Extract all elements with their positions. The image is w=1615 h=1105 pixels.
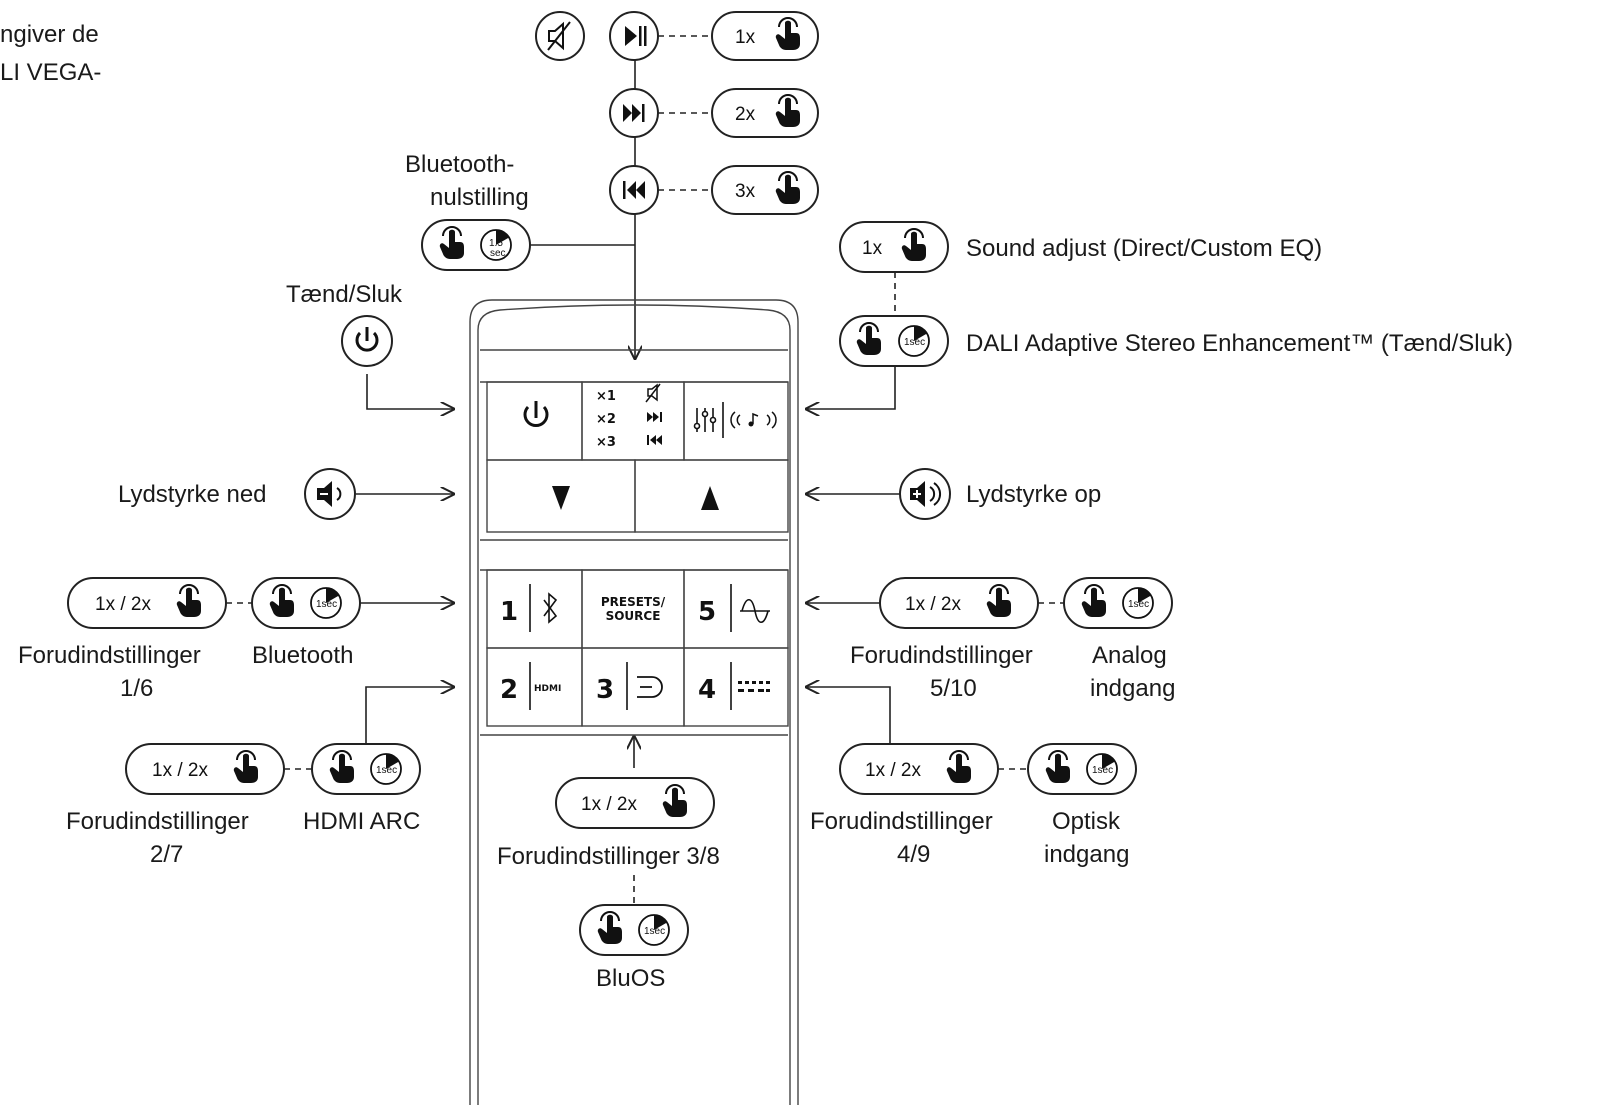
play-pause-icon bbox=[609, 11, 659, 61]
svg-text:1x / 2x: 1x / 2x bbox=[865, 760, 921, 781]
svg-text:1sec: 1sec bbox=[376, 765, 397, 776]
svg-text:1x / 2x: 1x / 2x bbox=[581, 794, 637, 815]
svg-text:1x / 2x: 1x / 2x bbox=[152, 760, 208, 781]
remote-power-key[interactable] bbox=[486, 381, 583, 461]
presets-38-pill: 1x / 2x bbox=[555, 777, 715, 829]
presets-510-pill: 1x / 2x bbox=[879, 577, 1039, 629]
svg-text:1x / 2x: 1x / 2x bbox=[95, 594, 151, 615]
bluos-label: BluOS bbox=[596, 965, 665, 992]
bluetooth-label: Bluetooth bbox=[252, 642, 353, 669]
volume-down-icon bbox=[304, 468, 356, 520]
remote-key-2-hdmi[interactable]: 2 HDMI bbox=[486, 647, 583, 727]
vol-down-label: Lydstyrke ned bbox=[118, 481, 267, 508]
eq-icon bbox=[693, 402, 724, 438]
sound-adjust-pill: 1x bbox=[839, 221, 949, 273]
analog-label-2: indgang bbox=[1090, 675, 1175, 702]
remote-presets-source-key[interactable]: PRESETS/ SOURCE bbox=[581, 569, 685, 649]
volume-up-icon bbox=[899, 468, 951, 520]
hdmi-hold-pill: 1sec bbox=[311, 743, 421, 795]
svg-text:1sec: 1sec bbox=[316, 599, 337, 610]
analog-hold-pill: 1sec bbox=[1063, 577, 1173, 629]
svg-text:1sec: 1sec bbox=[1092, 765, 1113, 776]
bluos-icon bbox=[637, 676, 663, 698]
presets-49-pill: 1x / 2x bbox=[839, 743, 999, 795]
svg-text:5: 5 bbox=[698, 597, 716, 627]
presets-27-num: 2/7 bbox=[150, 841, 183, 868]
remote-key-4-optical[interactable]: 4 bbox=[683, 647, 789, 727]
svg-text:1sec: 1sec bbox=[644, 926, 665, 937]
presets-16-num: 1/6 bbox=[120, 675, 153, 702]
bt-reset-hold-pill: 1.5 sec bbox=[421, 219, 531, 271]
svg-text:sec: sec bbox=[490, 248, 506, 259]
optical-icon bbox=[738, 681, 770, 692]
remote-key-5-analog[interactable]: 5 bbox=[683, 569, 789, 649]
bluetooth-hold-pill: 1sec bbox=[251, 577, 361, 629]
svg-text:×2: ×2 bbox=[596, 412, 616, 427]
optical-label-1: Optisk bbox=[1052, 808, 1121, 835]
presets-16-label: Forudindstillinger bbox=[18, 642, 201, 669]
dase-label: DALI Adaptive Stereo Enhancement™ (Tænd/… bbox=[966, 330, 1513, 357]
svg-text:PRESETS/: PRESETS/ bbox=[601, 595, 666, 609]
intro-text-1: ngiver de bbox=[0, 21, 99, 48]
presets-16-pill: 1x / 2x bbox=[67, 577, 227, 629]
remote-key-1-bluetooth[interactable]: 1 bbox=[486, 569, 583, 649]
sound-adjust-label: Sound adjust (Direct/Custom EQ) bbox=[966, 235, 1322, 262]
svg-text:1x / 2x: 1x / 2x bbox=[905, 594, 961, 615]
previous-icon bbox=[609, 165, 659, 215]
svg-text:1x: 1x bbox=[735, 27, 756, 48]
svg-text:4: 4 bbox=[698, 675, 716, 705]
svg-text:SOURCE: SOURCE bbox=[606, 609, 661, 623]
bluos-hold-pill: 1sec bbox=[579, 904, 689, 956]
presets-27-label: Forudindstillinger bbox=[66, 808, 249, 835]
presets-49-label: Forudindstillinger bbox=[810, 808, 993, 835]
optical-hold-pill: 1sec bbox=[1027, 743, 1137, 795]
tap-thrice-pill: 3x bbox=[711, 165, 819, 215]
presets-510-label: Forudindstillinger bbox=[850, 642, 1033, 669]
hdmi-icon: HDMI bbox=[534, 684, 561, 694]
svg-text:1sec: 1sec bbox=[1128, 599, 1149, 610]
bt-reset-label-2: nulstilling bbox=[430, 184, 529, 211]
bt-reset-label-1: Bluetooth- bbox=[405, 151, 514, 178]
svg-text:3: 3 bbox=[596, 675, 614, 705]
tap-twice-pill: 2x bbox=[711, 88, 819, 138]
next-icon bbox=[609, 88, 659, 138]
remote-key-3-bluos[interactable]: 3 bbox=[581, 647, 685, 727]
power-icon bbox=[341, 315, 393, 367]
analog-icon bbox=[740, 598, 770, 624]
mute-icon bbox=[535, 11, 585, 61]
presets-510-num: 5/10 bbox=[930, 675, 977, 702]
remote-eq-key[interactable] bbox=[683, 381, 789, 461]
svg-text:×3: ×3 bbox=[596, 435, 616, 450]
presets-27-pill: 1x / 2x bbox=[125, 743, 285, 795]
tap-once-pill: 1x bbox=[711, 11, 819, 61]
optical-label-2: indgang bbox=[1044, 841, 1129, 868]
vol-up-label: Lydstyrke op bbox=[966, 481, 1101, 508]
svg-text:1: 1 bbox=[500, 597, 518, 627]
dase-hold-pill: 1sec bbox=[839, 315, 949, 367]
remote-volume-down-key[interactable] bbox=[486, 459, 636, 533]
svg-text:2: 2 bbox=[500, 675, 518, 705]
power-label: Tænd/Sluk bbox=[286, 281, 403, 308]
svg-text:2x: 2x bbox=[735, 104, 756, 125]
analog-label-1: Analog bbox=[1092, 642, 1167, 669]
svg-text:1.5: 1.5 bbox=[489, 238, 503, 249]
hdmi-arc-label: HDMI ARC bbox=[303, 808, 420, 835]
svg-text:1sec: 1sec bbox=[904, 337, 925, 348]
svg-text:1x: 1x bbox=[862, 238, 883, 259]
bluetooth-icon bbox=[543, 592, 558, 624]
presets-49-num: 4/9 bbox=[897, 841, 930, 868]
remote-multi-key[interactable]: ×1 ×2 ×3 bbox=[581, 381, 685, 461]
svg-text:3x: 3x bbox=[735, 181, 756, 202]
presets-38-label: Forudindstillinger 3/8 bbox=[497, 843, 720, 870]
svg-text:×1: ×1 bbox=[596, 389, 616, 404]
remote-volume-up-key[interactable] bbox=[634, 459, 789, 533]
intro-text-2: LI VEGA- bbox=[0, 59, 101, 86]
